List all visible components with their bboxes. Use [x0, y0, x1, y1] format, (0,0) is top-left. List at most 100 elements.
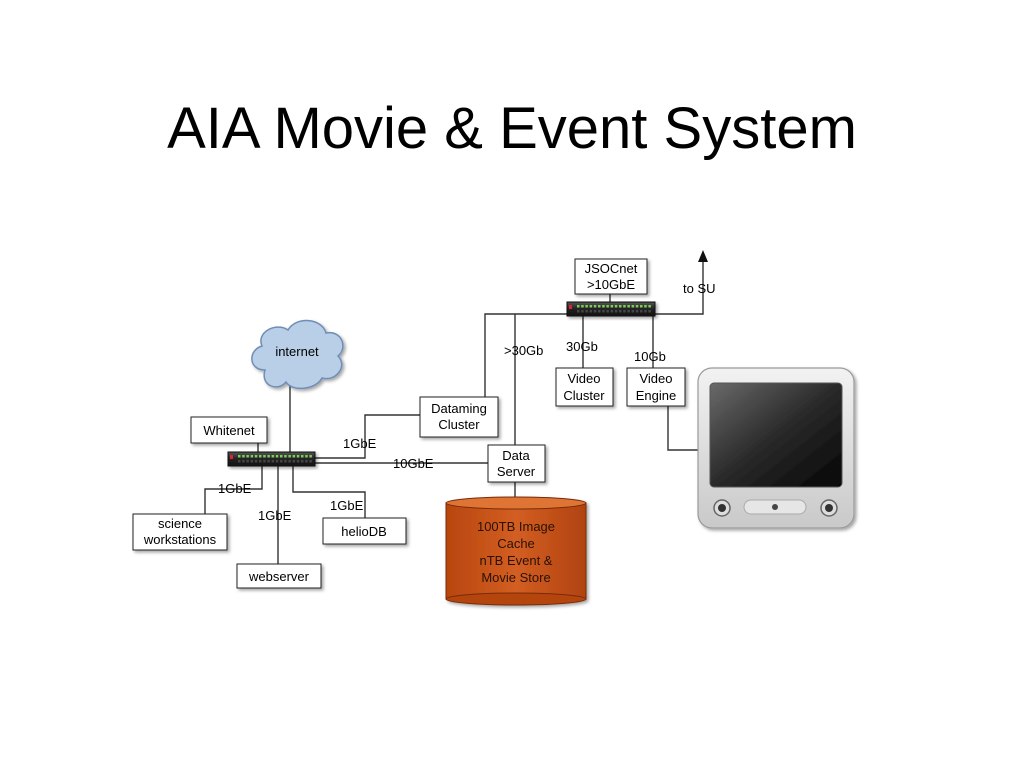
jsoc-dataserver-link-label: >30Gb — [504, 343, 543, 358]
switch-port-led — [242, 455, 245, 458]
switch-port — [267, 460, 270, 463]
switch-port-led — [246, 455, 249, 458]
science-link-label: 1GbE — [218, 481, 252, 496]
switch-port — [263, 460, 266, 463]
dataming-cluster-node: Dataming Cluster — [419, 396, 499, 438]
data-server-node: Data Server — [487, 444, 546, 483]
switch-port — [242, 460, 245, 463]
storage-label-line4: Movie Store — [481, 570, 550, 585]
storage-label-line1: 100TB Image — [477, 519, 555, 534]
dataming-label-line2: Cluster — [438, 417, 480, 432]
internet-label: internet — [275, 344, 319, 359]
jsocnet-label-line1: JSOCnet — [585, 261, 638, 276]
switch-port-led — [606, 305, 609, 308]
webserver-link-label: 1GbE — [258, 508, 292, 523]
switch-port — [305, 460, 308, 463]
switch-port — [250, 460, 254, 463]
switch-port-led — [263, 455, 266, 458]
data-server-label-line2: Server — [497, 464, 536, 479]
switch-port — [275, 460, 279, 463]
switch-port-led — [292, 455, 296, 458]
jsocnet-label-line2: >10GbE — [587, 277, 635, 292]
jsocnet-node: JSOCnet >10GbE — [574, 258, 648, 295]
whitenet-node: Whitenet — [190, 416, 268, 444]
switch-port-led — [648, 305, 651, 308]
switch-port — [593, 310, 597, 313]
video-cluster-label-line1: Video — [567, 371, 600, 386]
heliodb-label: helioDB — [341, 524, 387, 539]
switch-port — [606, 310, 609, 313]
switch-port-led — [267, 455, 270, 458]
to-su-label: to SU — [683, 281, 716, 296]
data-server-label-line1: Data — [502, 448, 530, 463]
switch-port-led — [305, 455, 308, 458]
switch-port-led — [275, 455, 279, 458]
storage-cylinder — [445, 496, 587, 606]
switch-port-led — [631, 305, 635, 308]
switch-port-led — [288, 455, 291, 458]
switch-port-led — [309, 455, 312, 458]
switch-port — [271, 460, 275, 463]
connection-lines — [204, 258, 704, 564]
switch-port — [585, 310, 588, 313]
switch-port-led — [623, 305, 626, 308]
switch-port-led — [254, 455, 258, 458]
switch-port-led — [627, 305, 630, 308]
science-label-line2: workstations — [143, 532, 217, 547]
switch-port — [598, 310, 601, 313]
switch-port-led — [581, 305, 584, 308]
switch-port-led — [614, 305, 618, 308]
switch-port-led — [250, 455, 254, 458]
video-cluster-link-label: 30Gb — [566, 339, 598, 354]
switch-port-led — [296, 455, 300, 458]
switch-port-led — [280, 455, 283, 458]
slide-title: AIA Movie & Event System — [167, 96, 857, 161]
switch-port — [288, 460, 291, 463]
switch-port — [623, 310, 626, 313]
science-link — [204, 466, 263, 514]
switch-port-led — [238, 455, 241, 458]
switch-port — [648, 310, 651, 313]
internet-cloud — [251, 319, 344, 390]
switch-port — [577, 310, 580, 313]
dataming-link-label: 1GbE — [343, 436, 377, 451]
monitor-icon — [697, 367, 855, 529]
switch-port-led — [602, 305, 605, 308]
heliodb-link — [292, 466, 366, 518]
storage-label-line2: Cache — [497, 536, 535, 551]
switch-port-led — [640, 305, 643, 308]
switch-port — [644, 310, 647, 313]
video-engine-label-line1: Video — [639, 371, 672, 386]
video-cluster-node: Video Cluster — [555, 367, 614, 407]
switch-port — [619, 310, 622, 313]
switch-port — [284, 460, 287, 463]
switch-port-led — [610, 305, 614, 308]
svg-text:workstations: workstations — [143, 532, 217, 547]
dataming-label-line1: Dataming — [431, 401, 487, 416]
whitenet-label: Whitenet — [203, 423, 255, 438]
switch-port-led — [585, 305, 588, 308]
switch-port-led — [593, 305, 597, 308]
jsocnet-switch — [566, 301, 656, 317]
storage-label-line3: nTB Event & — [480, 553, 553, 568]
whitenet-switch — [227, 451, 316, 467]
video-cluster-label-line2: Cluster — [563, 388, 605, 403]
webserver-label: webserver — [248, 569, 310, 584]
svg-text:science: science — [158, 516, 202, 531]
switch-port-led — [259, 455, 262, 458]
switch-port-led — [271, 455, 275, 458]
science-workstations-node: science workstations — [132, 513, 228, 551]
video-engine-node: Video Engine — [626, 367, 686, 407]
switch-port — [635, 310, 639, 313]
switch-port — [309, 460, 312, 463]
heliodb-link-label: 1GbE — [330, 498, 364, 513]
switch-port — [602, 310, 605, 313]
to-su-link — [655, 258, 704, 315]
switch-port-led — [598, 305, 601, 308]
dataming-link — [315, 414, 420, 459]
switch-port — [296, 460, 300, 463]
switch-port — [640, 310, 643, 313]
science-label-line1: science — [158, 516, 202, 531]
storage-label: 100TB Image Cache nTB Event & Movie Stor… — [477, 519, 555, 585]
